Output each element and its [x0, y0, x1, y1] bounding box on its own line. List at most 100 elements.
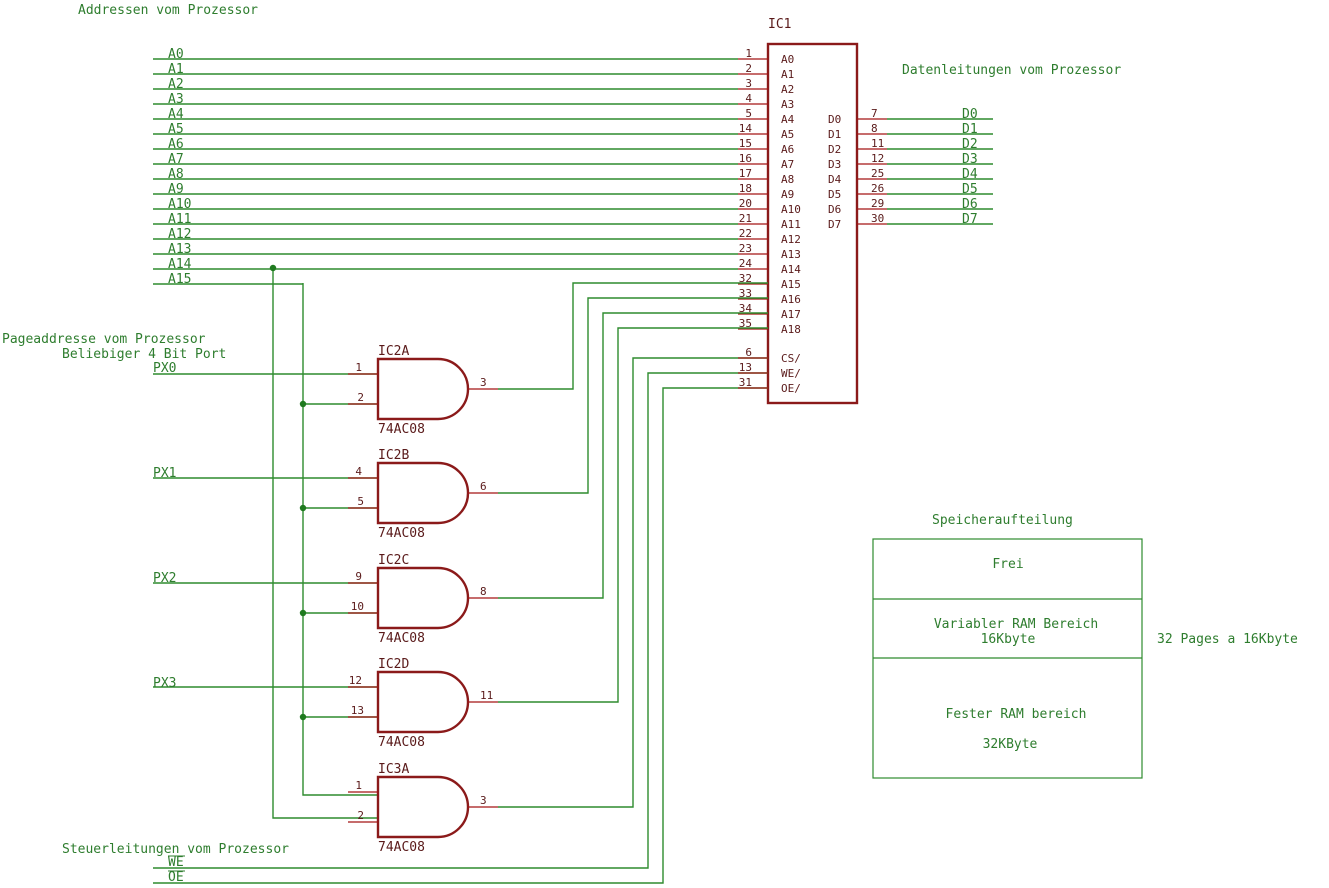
ic1-data-pin-label: D3: [828, 158, 841, 171]
ic1-pin-number: 14: [739, 122, 753, 135]
ic1-pin-number: 23: [739, 242, 752, 255]
ic1-data-pin-number: 25: [871, 167, 884, 180]
net-label-px1: PX1: [153, 466, 176, 481]
net-label-address: A12: [168, 227, 191, 242]
and-gate-body: [376, 566, 470, 630]
ic1-pin-number: 17: [739, 167, 752, 180]
ic1-pin-label: A3: [781, 98, 794, 111]
ic1-pin-label: A15: [781, 278, 801, 291]
net-label-px2: PX2: [153, 571, 176, 586]
heading-page-address: Pageaddresse vom Prozessor: [2, 332, 206, 347]
ic1-pin-number: 13: [739, 361, 752, 374]
gate-name: IC2B: [378, 448, 409, 463]
ic1-data-pin-label: D5: [828, 188, 841, 201]
ic1-pin-label: A2: [781, 83, 794, 96]
net-label-data: D0: [962, 107, 978, 122]
ic1-data-pin-label: D6: [828, 203, 841, 216]
wire-oe: [153, 387, 768, 884]
gate-pin-number: 9: [355, 570, 362, 583]
net-label-oe: OE: [168, 870, 184, 885]
gate-part: 74AC08: [378, 840, 425, 855]
memory-pages-note: 32 Pages a 16Kbyte: [1157, 632, 1298, 647]
gate-pin-number: 6: [480, 480, 487, 493]
gate-part: 74AC08: [378, 735, 425, 750]
net-label-data: D6: [962, 197, 978, 212]
ic1-pin-label: A7: [781, 158, 794, 171]
and-gate-body: [376, 357, 470, 421]
ic1-pin-label: A4: [781, 113, 795, 126]
ic1-pin-label: A14: [781, 263, 801, 276]
ic1-name: IC1: [768, 17, 791, 32]
net-label-we: WE: [168, 855, 184, 870]
net-label-data: D5: [962, 182, 978, 197]
ic1-pin-number: 35: [739, 317, 752, 330]
wire-ic2b-to-a16: [498, 297, 768, 494]
gate-pin-number: 10: [351, 600, 364, 613]
ic1-pin-label: A12: [781, 233, 801, 246]
net-label-data: D2: [962, 137, 978, 152]
ic1-pin-number: 34: [739, 302, 753, 315]
wire-a15-bus: [302, 283, 378, 796]
wire-ic2a-to-a15: [498, 282, 768, 390]
ic1-pin-label: A6: [781, 143, 794, 156]
net-label-address: A15: [168, 272, 191, 287]
ic1-data-pin-number: 8: [871, 122, 878, 135]
memory-region-fixed: Fester RAM bereich: [946, 707, 1087, 722]
and-gates: IC2A74AC08123IC2B74AC08456IC2C74AC089108…: [348, 344, 498, 855]
ic1-pin-label: A10: [781, 203, 801, 216]
ic1-pin-number: 20: [739, 197, 752, 210]
junction-ic2b: [299, 504, 307, 512]
heading-data-lines: Datenleitungen vom Prozessor: [902, 63, 1121, 78]
ic1-pin-number: 2: [745, 62, 752, 75]
net-label-address: A3: [168, 92, 184, 107]
gate-pin-number: 4: [355, 465, 362, 478]
net-label-address: A0: [168, 47, 184, 62]
ic1-data-pin-number: 26: [871, 182, 884, 195]
gate-pin-number: 13: [351, 704, 364, 717]
memory-region-free: Frei: [992, 557, 1023, 572]
ic1-pin-label: A1: [781, 68, 794, 81]
ic1-pin-number: 6: [745, 346, 752, 359]
gate-name: IC3A: [378, 762, 409, 777]
ic1-pin-number: 22: [739, 227, 752, 240]
ic1-pin-label: A0: [781, 53, 794, 66]
wire-a14-to-ic3a: [272, 268, 378, 819]
ic1-data-pin-label: D4: [828, 173, 842, 186]
ic1-pin-label: CS/: [781, 352, 801, 365]
net-label-address: A2: [168, 77, 184, 92]
ic1-data-pin-number: 7: [871, 107, 878, 120]
ic1-data-pin-label: D0: [828, 113, 841, 126]
gate-pin-number: 2: [357, 391, 364, 404]
heading-addresses: Addressen vom Prozessor: [78, 3, 258, 18]
gate-pin-number: 11: [480, 689, 493, 702]
ic1-pin-number: 5: [745, 107, 752, 120]
wire-ic3a-to-cs: [498, 357, 768, 808]
ic1-pin-label: A5: [781, 128, 794, 141]
net-label-address: A5: [168, 122, 184, 137]
ic1-pin-number: 32: [739, 272, 752, 285]
net-label-data: D1: [962, 122, 978, 137]
ic1-pin-number: 4: [745, 92, 752, 105]
gate-name: IC2A: [378, 344, 409, 359]
junction-ic2d: [299, 713, 307, 721]
gate-pin-number: 3: [480, 794, 487, 807]
ic1-data-pin-number: 29: [871, 197, 884, 210]
net-label-address: A1: [168, 62, 184, 77]
ic1-pin-label: A18: [781, 323, 801, 336]
ic1-pin-label: A16: [781, 293, 801, 306]
gate-pin-number: 1: [355, 779, 362, 792]
net-label-px0: PX0: [153, 361, 176, 376]
net-label-address: A10: [168, 197, 191, 212]
ic1-pin-number: 18: [739, 182, 752, 195]
and-gate-body: [376, 670, 470, 734]
gate-pin-number: 12: [349, 674, 362, 687]
ic1-pin-label: A17: [781, 308, 801, 321]
gate-part: 74AC08: [378, 631, 425, 646]
ic1-pin-label: OE/: [781, 382, 801, 395]
wire-ic2d-to-a18: [498, 327, 768, 703]
net-label-px3: PX3: [153, 676, 176, 691]
gate-pin-number: 3: [480, 376, 487, 389]
ic1-pin-number: 24: [739, 257, 753, 270]
